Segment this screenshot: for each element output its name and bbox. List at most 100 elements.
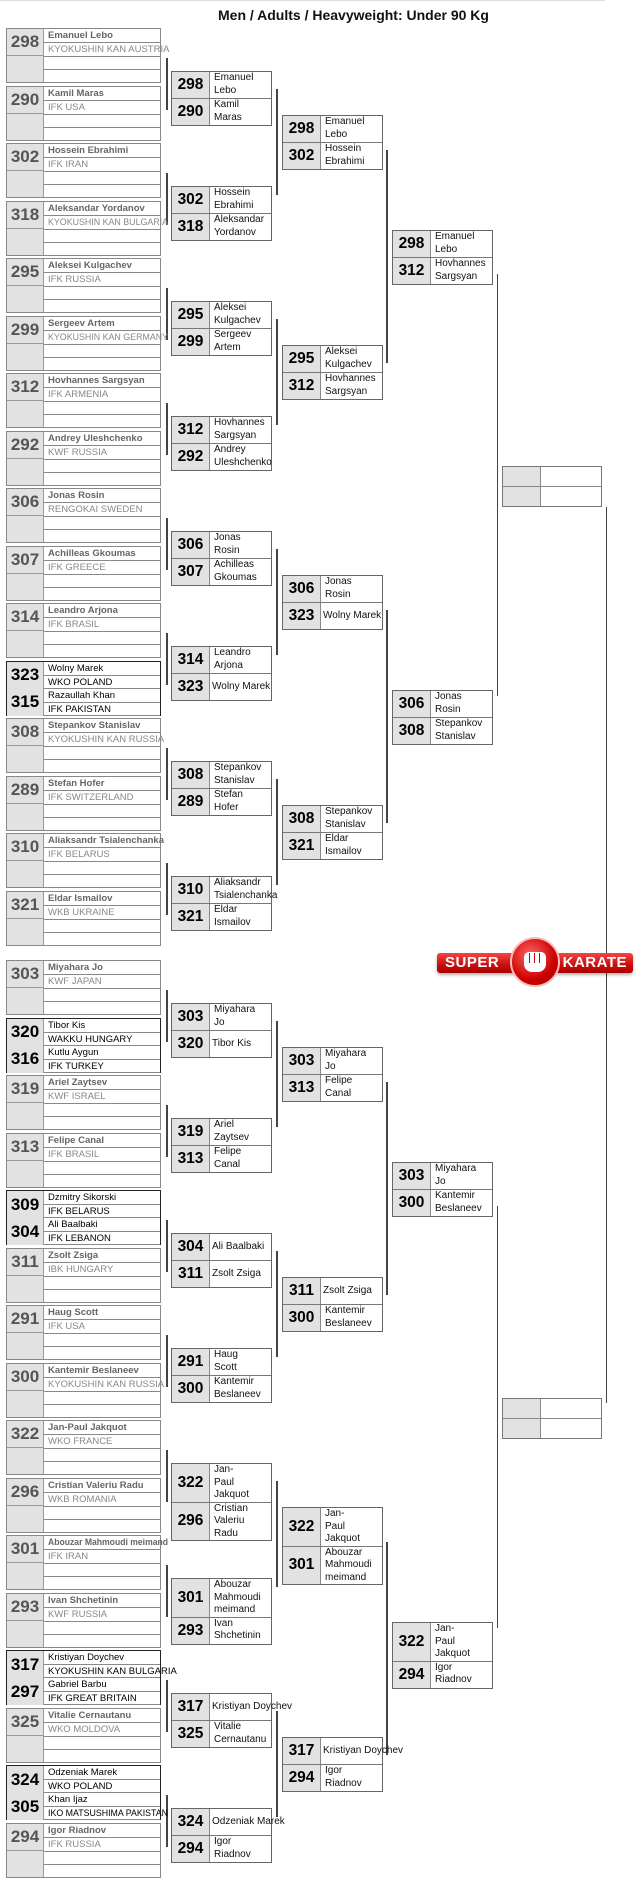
competitor-name-cell[interactable]: Aleksandar Yordanov xyxy=(44,202,160,216)
competitor-name-cell[interactable]: Aleksei Kulgachev xyxy=(44,259,160,273)
competitor-name-cell[interactable]: Ariel Zaytsev xyxy=(44,1076,160,1090)
empty-final-slot[interactable] xyxy=(503,467,601,486)
competitor-name-cell[interactable]: Ali Baalbaki xyxy=(44,1218,160,1232)
competitor-name-cell[interactable]: Felipe Canal xyxy=(44,1134,160,1148)
competitor-name-cell[interactable]: Emanuel Lebo xyxy=(44,29,160,43)
competitor-name-cell[interactable]: Kantemir Beslaneev xyxy=(44,1364,160,1378)
competitor-name-cell[interactable]: Eldar Ismailov xyxy=(44,892,160,906)
competitor-name-cell[interactable]: Jan-Paul Jakquot xyxy=(44,1421,160,1435)
competitor-name-cell[interactable]: Aliaksandr Tsialenchanka xyxy=(44,834,164,848)
competitor-name-cell[interactable]: Kamil Maras xyxy=(44,87,160,101)
competitor-name-cell[interactable]: Abouzar Mahmoudi meimand xyxy=(44,1536,168,1550)
empty-final-slot[interactable] xyxy=(503,486,601,506)
empty-final-slot[interactable] xyxy=(503,1418,601,1438)
competitor-name-cell[interactable]: Zsolt Zsiga xyxy=(44,1249,160,1263)
competitor-name-cell[interactable]: Vitalie Cernautanu xyxy=(44,1709,160,1723)
competitor-name-cell[interactable]: Kristiyan Doychev xyxy=(44,1651,160,1665)
competitor-name-cell[interactable]: Achilleas Gkoumas xyxy=(44,547,160,561)
competitor-name-cell[interactable]: Haug Scott xyxy=(44,1306,160,1320)
competitor-name-cell[interactable]: Wolny Marek xyxy=(44,662,160,676)
competitor-name-cell[interactable]: Leandro Arjona xyxy=(44,604,160,618)
final-match-box[interactable] xyxy=(502,466,602,507)
competitor-name-cell[interactable]: Gabriel Barbu xyxy=(44,1678,160,1692)
final-match-box[interactable] xyxy=(502,1398,602,1439)
competitor-name-cell[interactable]: Cristian Valeriu Radu xyxy=(44,1479,160,1493)
competitor-name-cell[interactable]: Andrey Uleshchenko xyxy=(44,432,160,446)
competitor-name-cell[interactable]: Razaullah Khan xyxy=(44,689,160,703)
competitor-name-cell[interactable]: Sergeev Artem xyxy=(44,317,160,331)
empty-final-slot[interactable] xyxy=(503,1399,601,1418)
competitor-name-cell[interactable]: Igor Riadnov xyxy=(44,1824,160,1838)
competitor-name-cell[interactable]: Ivan Shchetinin xyxy=(44,1594,160,1608)
competitor-name-cell[interactable]: Khan Ijaz xyxy=(44,1793,160,1807)
